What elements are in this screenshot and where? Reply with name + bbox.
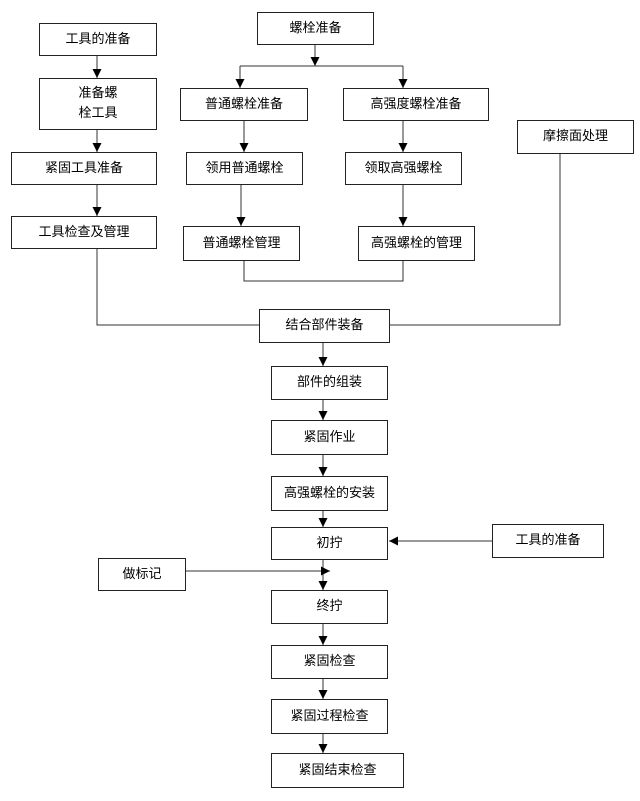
node-marking: 做标记 (98, 558, 186, 591)
node-get-normal-bolt: 领用普通螺栓 (186, 152, 303, 185)
node-normal-bolt-prep: 普通螺栓准备 (180, 88, 308, 121)
node-final-tighten: 终拧 (271, 590, 388, 624)
node-fastening: 紧固作业 (271, 420, 388, 455)
node-hs-bolt-install: 高强螺栓的安装 (271, 476, 388, 511)
node-friction-surface: 摩擦面处理 (517, 120, 634, 154)
node-fasten-tool-prep: 紧固工具准备 (11, 152, 157, 185)
node-fasten-check: 紧固检查 (271, 645, 388, 679)
tool-inspect-to-assembly-line (96, 249, 259, 326)
node-hs-bolt-mgmt: 高强螺栓的管理 (358, 226, 475, 261)
friction-to-assembly-line (390, 154, 561, 326)
node-hs-bolt-prep: 高强度螺栓准备 (343, 88, 489, 121)
node-tool-prep-2: 工具的准备 (492, 524, 604, 558)
node-prep-bolt-tools: 准备螺 栓工具 (39, 78, 157, 130)
node-get-hs-bolt: 领取高强螺栓 (345, 152, 462, 185)
node-tool-inspect-mgmt: 工具检查及管理 (11, 216, 157, 249)
node-normal-bolt-mgmt: 普通螺栓管理 (183, 226, 300, 261)
node-fasten-end-check: 紧固结束检查 (271, 753, 404, 788)
node-part-assembly: 部件的组装 (271, 366, 388, 400)
node-fasten-process-check: 紧固过程检查 (271, 699, 388, 734)
bolt-mgmt-merge-line (243, 261, 404, 282)
node-tool-prep: 工具的准备 (39, 23, 157, 56)
node-bolt-prep: 螺栓准备 (257, 12, 374, 45)
node-initial-tighten: 初拧 (271, 527, 388, 560)
node-assembly: 结合部件装备 (259, 309, 390, 343)
